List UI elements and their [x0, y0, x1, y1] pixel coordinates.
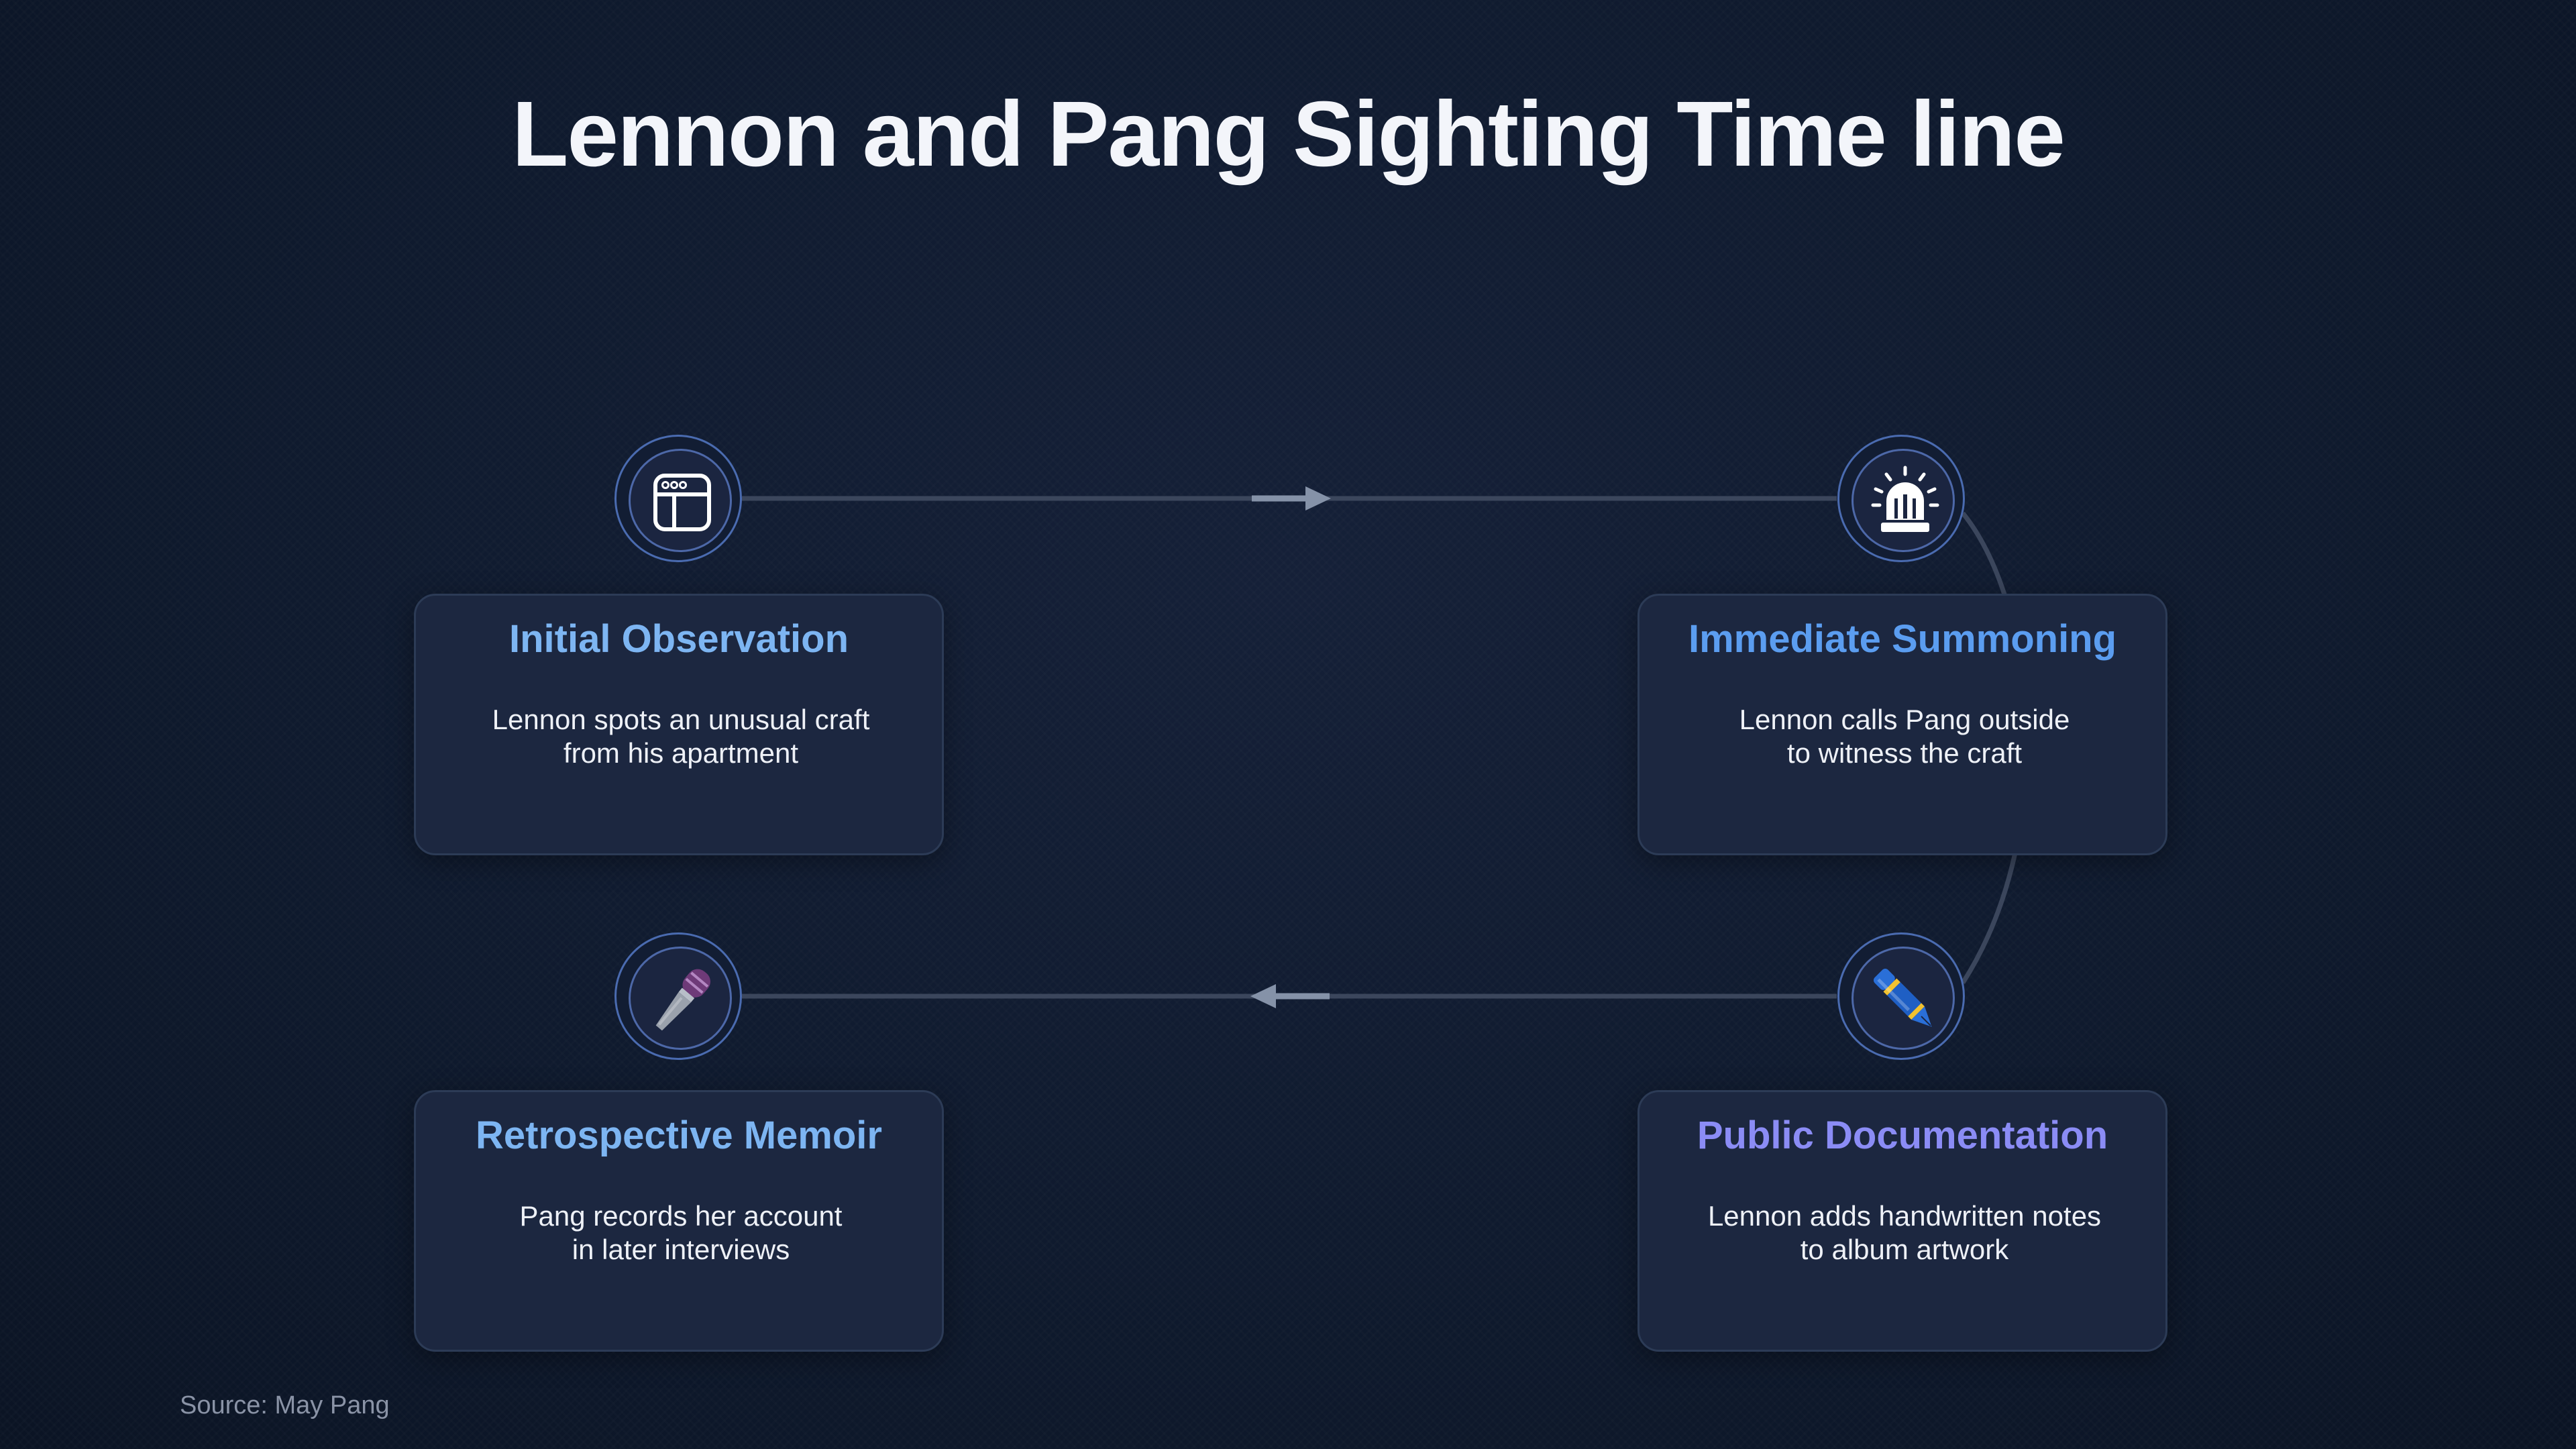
- source-note: Source: May Pang: [180, 1391, 390, 1419]
- step-card-retrospective-memoir: Retrospective Memoir Pang records her ac…: [414, 1090, 944, 1352]
- step-card-immediate-summoning: Immediate Summoning Lennon calls Pang ou…: [1638, 594, 2167, 855]
- step-title: Public Documentation: [1697, 1114, 2108, 1157]
- microphone-icon: [655, 969, 710, 1031]
- step-description-text: Pang records her account in later interv…: [519, 1200, 843, 1265]
- step-title: Retrospective Memoir: [476, 1114, 882, 1157]
- alarm-siren-icon: [1871, 466, 1939, 532]
- page-title: Lennon and Pang Sighting Time line: [512, 83, 2065, 186]
- step-node-retrospective-memoir: [614, 932, 742, 1060]
- arrow-right-icon: [1252, 486, 1331, 511]
- fountain-pen-icon: [1873, 968, 1932, 1027]
- step-title: Immediate Summoning: [1688, 617, 2117, 661]
- browser-window-icon: [653, 474, 711, 531]
- step-node-initial-observation: [614, 435, 742, 562]
- arrow-left-icon: [1250, 984, 1330, 1008]
- step-description-text: Lennon adds handwritten notes to album a…: [1707, 1200, 2102, 1265]
- step-description: Pang records her account in later interv…: [443, 1199, 919, 1267]
- step-description: Lennon adds handwritten notes to album a…: [1666, 1199, 2143, 1267]
- step-node-public-documentation: [1837, 932, 1965, 1060]
- step-node-immediate-summoning: [1837, 435, 1965, 562]
- step-description: Lennon calls Pang outside to witness the…: [1666, 703, 2143, 770]
- step-card-initial-observation: Initial Observation Lennon spots an unus…: [414, 594, 944, 855]
- step-description-text: Lennon spots an unusual craft from his a…: [492, 704, 870, 769]
- step-description: Lennon spots an unusual craft from his a…: [443, 703, 919, 770]
- step-card-public-documentation: Public Documentation Lennon adds handwri…: [1638, 1090, 2167, 1352]
- step-title: Initial Observation: [509, 617, 849, 661]
- step-description-text: Lennon calls Pang outside to witness the…: [1739, 704, 2070, 769]
